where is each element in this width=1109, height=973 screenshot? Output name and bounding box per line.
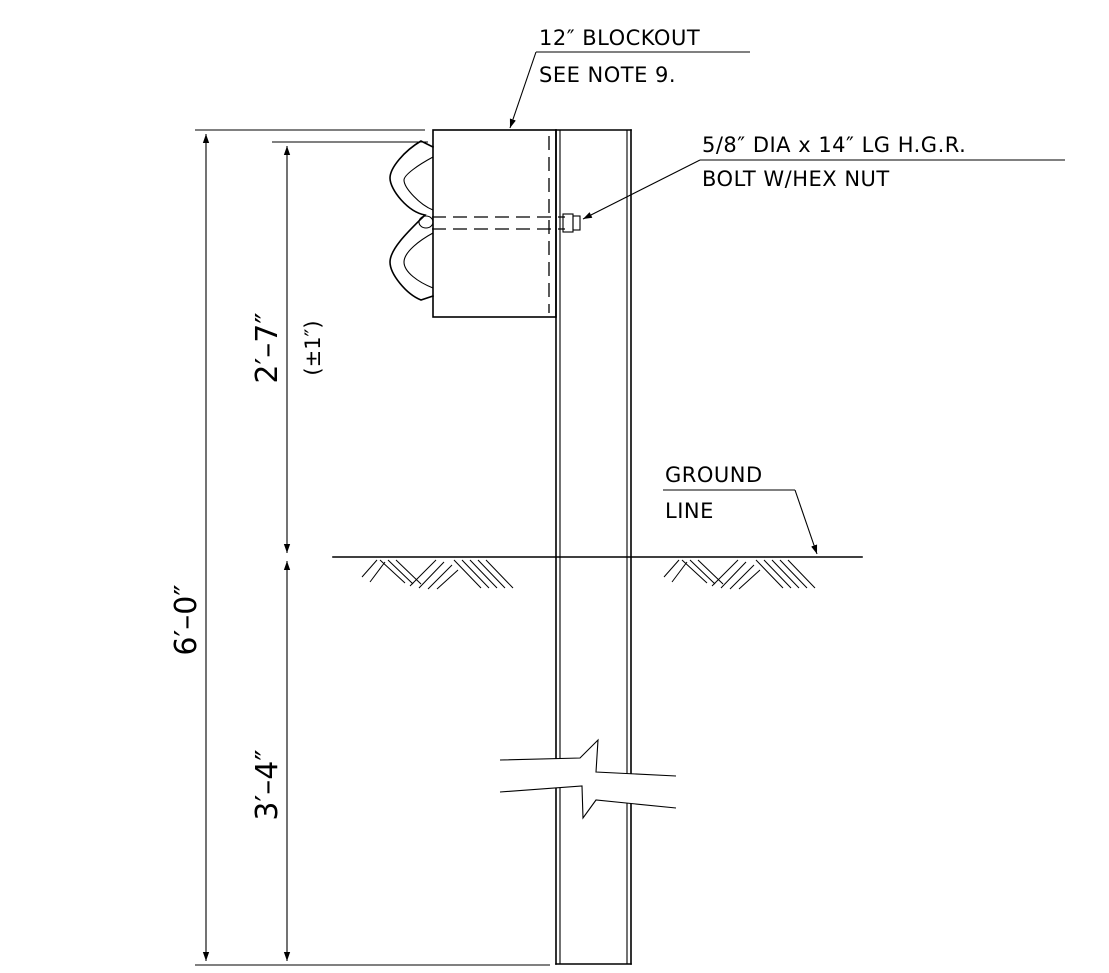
post — [555, 129, 632, 965]
dimension-rail-tolerance-label: (±1″) — [301, 320, 325, 375]
w-beam-rail — [389, 140, 435, 301]
hgr-bolt — [432, 213, 581, 233]
ground-line-callout-line1: GROUND — [665, 463, 763, 487]
blockout-callout — [509, 51, 750, 129]
bolt-callout-line1: 5/8″ DIA x 14″ LG H.G.R. — [702, 133, 966, 157]
ground-line-callout-line2: LINE — [665, 499, 714, 523]
blockout-callout-line2: SEE NOTE 9. — [539, 63, 676, 87]
ground-line-callout — [663, 489, 818, 555]
post-break-symbol — [499, 738, 677, 820]
blockout-callout-line1: 12″ BLOCKOUT — [539, 26, 700, 50]
dimension-embedment-label: 3′–4″ — [250, 749, 285, 820]
ground — [332, 556, 863, 590]
dimension-total-height-label: 6′–0″ — [169, 584, 204, 655]
ground-hatch-left — [361, 559, 514, 590]
dimension-rail-height — [272, 141, 428, 553]
dimension-total-height — [195, 129, 550, 966]
dimension-rail-height-label: 2′–7″ — [250, 312, 285, 383]
bolt-callout-line2: BOLT W/HEX NUT — [702, 167, 890, 191]
bolt-callout — [582, 159, 1065, 220]
ground-hatch-right — [663, 559, 816, 590]
blockout — [432, 129, 557, 318]
